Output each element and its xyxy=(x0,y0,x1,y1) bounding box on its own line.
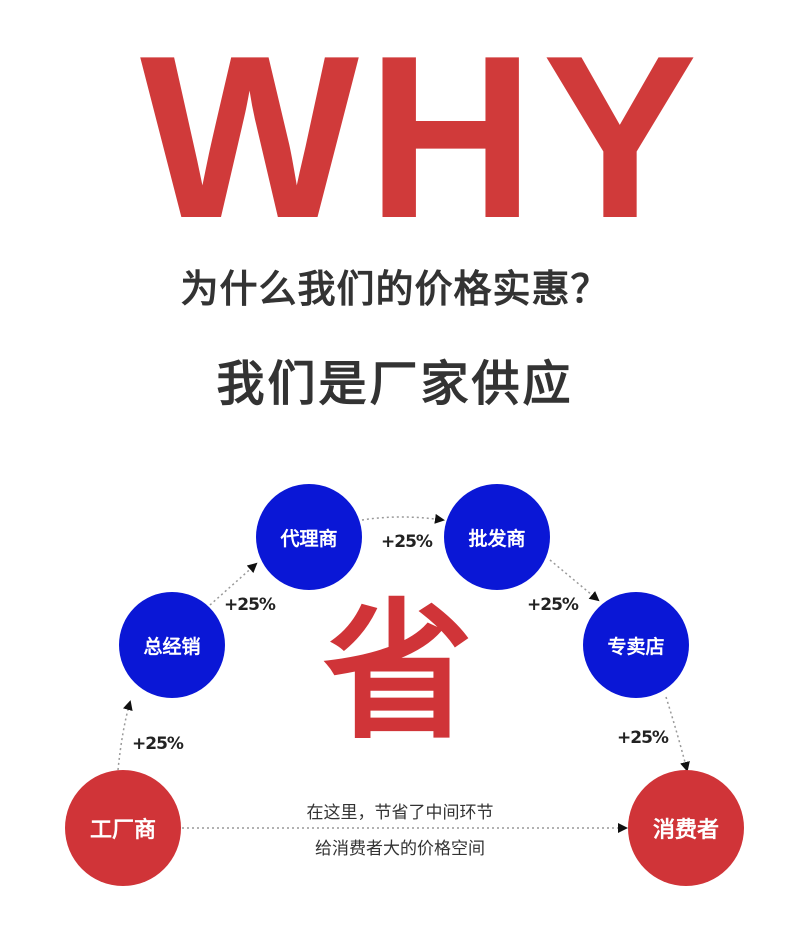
node-consumer: 消费者 xyxy=(628,770,744,886)
node-wholesaler: 批发商 xyxy=(444,484,550,590)
markup-label: +25% xyxy=(224,595,276,615)
savings-note-line1: 在这里，节省了中间环节 xyxy=(306,803,494,823)
markup-label: +25% xyxy=(617,728,669,748)
node-store: 专卖店 xyxy=(583,592,689,698)
answer-heading: 我们是厂家供应 xyxy=(216,356,574,412)
node-factory: 工厂商 xyxy=(65,770,181,886)
node-agent: 代理商 xyxy=(256,484,362,590)
markup-label: +25% xyxy=(132,734,184,754)
savings-note-line2: 给消费者大的价格空间 xyxy=(315,839,485,859)
markup-label: +25% xyxy=(381,532,433,552)
markup-label: +25% xyxy=(527,595,579,615)
save-character: 省 xyxy=(322,586,473,760)
node-general-distributor: 总经销 xyxy=(119,592,225,698)
question-heading: 为什么我们的价格实惠？ xyxy=(180,267,610,311)
why-title: WHY xyxy=(140,8,706,267)
